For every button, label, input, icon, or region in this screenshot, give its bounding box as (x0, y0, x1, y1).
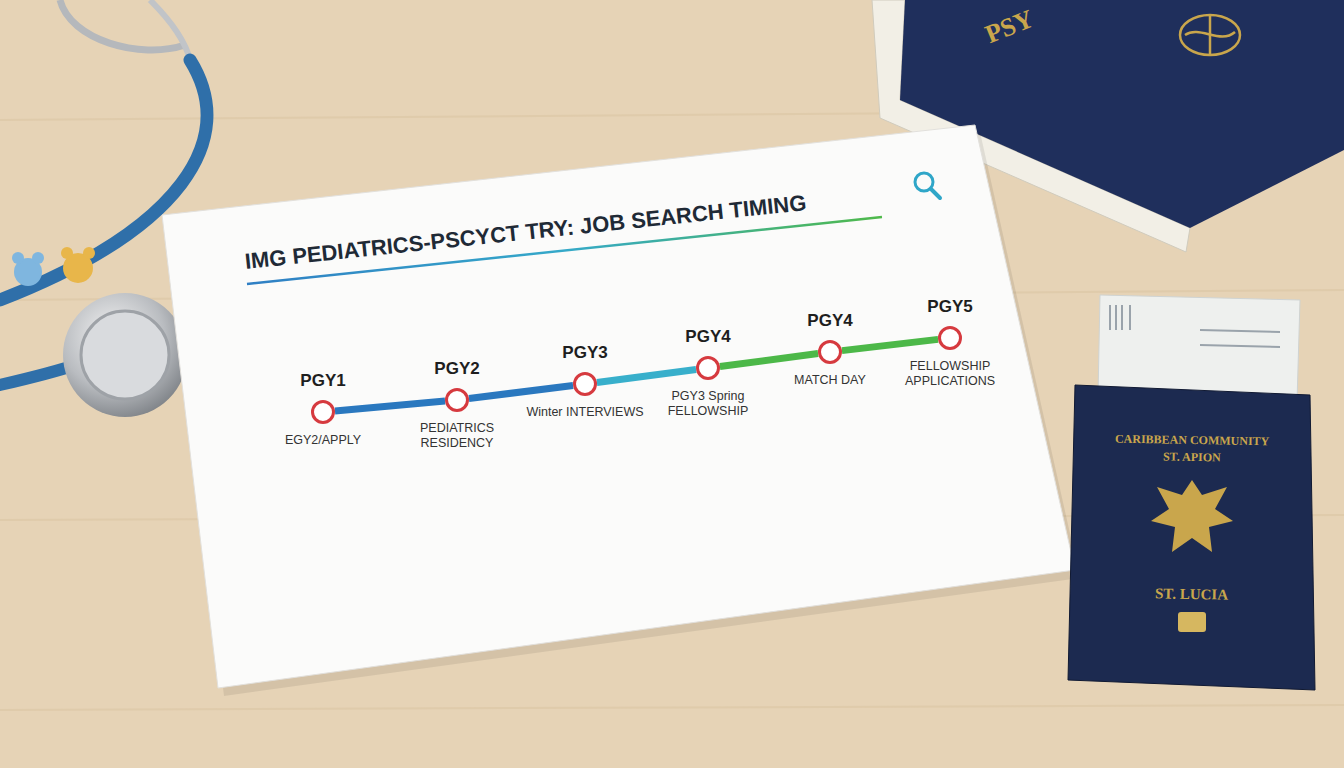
milestone-node: PGY2PEDIATRICS RESIDENCY (445, 388, 469, 412)
milestone-node: PGY3Winter INTERVIEWS (573, 372, 597, 396)
passport-text: ST. APION (1163, 449, 1221, 465)
milestone-node: PGY1EGY2/APPLY (311, 400, 335, 424)
passport (1068, 385, 1315, 690)
milestone-label: EGY2/APPLY (264, 433, 382, 448)
timeline-segment (842, 339, 938, 350)
boarding-card (1098, 295, 1300, 402)
timeline-segment (469, 385, 573, 398)
milestone-label: FELLOWSHIP APPLICATIONS (891, 359, 1009, 389)
passport-text: CARIBBEAN COMMUNITY (1115, 432, 1270, 450)
paper-sheet (162, 125, 1075, 688)
timeline-segment (720, 354, 818, 367)
toy-bears (12, 247, 95, 286)
milestone-node: PGY5FELLOWSHIP APPLICATIONS (938, 326, 962, 350)
passport-text: ST. LUCIA (1155, 585, 1228, 603)
magnifier-icon (915, 173, 940, 198)
milestone-label: PGY3 Spring FELLOWSHIP (649, 389, 767, 419)
milestone-year: PGY5 (927, 297, 972, 317)
timeline-segment (335, 401, 445, 411)
milestone-year: PGY4 (807, 311, 852, 331)
stethoscope (0, 0, 207, 417)
milestone-node: PGY4MATCH DAY (818, 340, 842, 364)
milestone-label: MATCH DAY (771, 373, 889, 388)
milestone-node: PGY4PGY3 Spring FELLOWSHIP (696, 356, 720, 380)
milestone-year: PGY1 (300, 371, 345, 391)
milestone-year: PGY4 (685, 327, 730, 347)
diagram-title: IMG PEDIATRICS-PSCYCT TRY: JOB SEARCH TI… (244, 190, 808, 275)
milestone-year: PGY3 (562, 343, 607, 363)
milestone-label: PEDIATRICS RESIDENCY (398, 421, 516, 451)
timeline-segment (597, 370, 696, 383)
book-title: PSY (981, 4, 1038, 50)
milestone-year: PGY2 (434, 359, 479, 379)
milestone-label: Winter INTERVIEWS (526, 405, 644, 420)
